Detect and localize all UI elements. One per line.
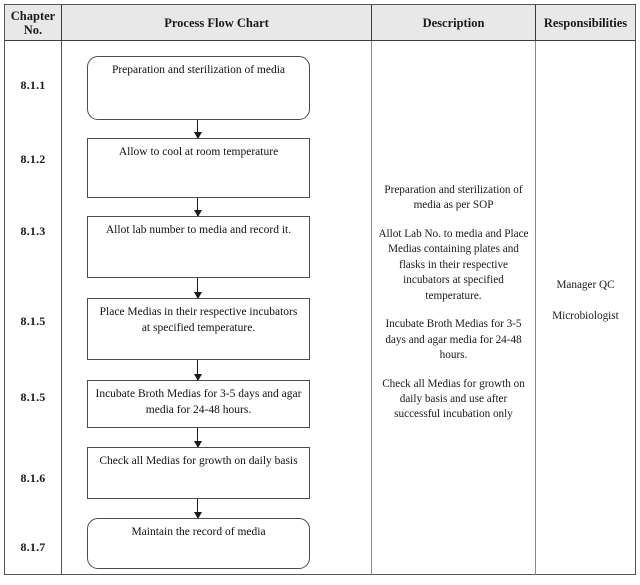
flow-step-1-terminator: Preparation and sterilization of media (87, 56, 310, 120)
flow-step-7-terminator: Maintain the record of media (87, 518, 310, 569)
column-header-responsibilities: Responsibilities (543, 15, 628, 30)
description-column: Preparation and sterilization of media a… (372, 41, 536, 575)
flow-arrow-5 (193, 428, 202, 448)
column-header-chapter-line1: Chapter (10, 8, 56, 23)
flow-arrow-1 (193, 120, 202, 139)
chapter-no-4: 8.1.5 (20, 314, 46, 328)
process-flow-chart-column: Preparation and sterilization of media A… (62, 41, 372, 575)
chapter-no-7: 8.1.7 (20, 540, 46, 554)
responsibilities-text-block: Manager QC Microbiologist (540, 278, 631, 324)
column-header-chapter-line2: No. (23, 22, 43, 37)
table-body: 8.1.1 8.1.2 8.1.3 8.1.5 8.1.5 8.1.6 8.1.… (5, 41, 635, 575)
description-paragraph-4: Check all Medias for growth on daily bas… (382, 377, 525, 421)
responsibility-2: Microbiologist (552, 309, 619, 322)
flow-step-3-process: Allot lab number to media and record it. (87, 216, 310, 278)
chapter-no-5: 8.1.5 (20, 390, 46, 404)
responsibility-1: Manager QC (556, 279, 615, 291)
column-header-description: Description (372, 5, 536, 40)
description-text-block: Preparation and sterilization of media a… (378, 183, 529, 423)
flow-step-2-process: Allow to cool at room temperature (87, 138, 310, 198)
column-header-process-flow-chart: Process Flow Chart (62, 5, 372, 40)
column-header-chapter-no: Chapter No. (5, 5, 62, 40)
chapter-no-1: 8.1.1 (20, 78, 46, 92)
flow-arrow-2 (193, 198, 202, 217)
flow-arrow-6 (193, 499, 202, 519)
chapter-no-column: 8.1.1 8.1.2 8.1.3 8.1.5 8.1.5 8.1.6 8.1.… (5, 41, 62, 575)
flow-step-5-process: Incubate Broth Medias for 3-5 days and a… (87, 380, 310, 428)
chapter-no-2: 8.1.2 (20, 152, 46, 166)
description-paragraph-3: Incubate Broth Medias for 3-5 days and a… (385, 318, 522, 362)
description-paragraph-1: Preparation and sterilization of media a… (384, 184, 523, 212)
flow-arrow-3 (193, 278, 202, 299)
chapter-no-6: 8.1.6 (20, 471, 46, 485)
flow-step-6-process: Check all Medias for growth on daily bas… (87, 447, 310, 499)
responsibilities-column: Manager QC Microbiologist (536, 41, 635, 575)
chapter-no-3: 8.1.3 (20, 224, 46, 238)
description-paragraph-2: Allot Lab No. to media and Place Medias … (378, 227, 529, 302)
flow-arrow-4 (193, 360, 202, 381)
flow-step-4-process: Place Medias in their respective incubat… (87, 298, 310, 360)
process-flow-table: Chapter No. Process Flow Chart Descripti… (4, 4, 636, 575)
table-header-row: Chapter No. Process Flow Chart Descripti… (5, 5, 635, 41)
